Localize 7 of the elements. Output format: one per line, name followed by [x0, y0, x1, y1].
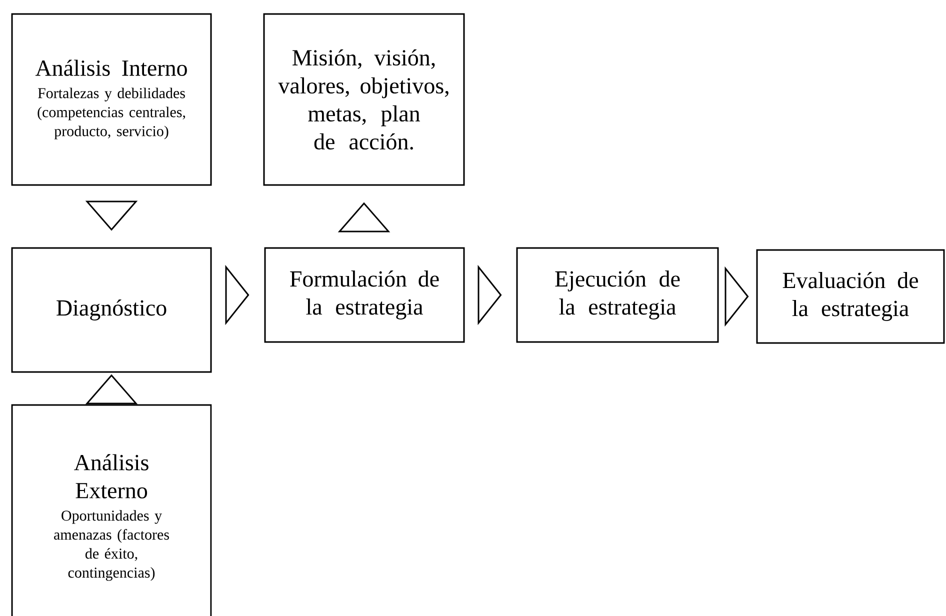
analysis-box: Análisis Interno Fortalezas y debilidades (competencias centrales, producto, servicio): [11, 13, 212, 186]
process-box: Evaluación de la estrategia: [756, 249, 945, 344]
objectives-box: Misión, visión, valores, objetivos, metas, plan de acción.: [263, 13, 465, 186]
diagnosis-box: Diagnóstico: [11, 247, 212, 373]
process-box: Ejecución de la estrategia: [516, 247, 719, 343]
analysis-box: Análisis Externo Oportunidades y amenazas (factores de éxito, contingencias): [11, 404, 212, 616]
process-box: Formulación de la estrategia: [264, 247, 465, 343]
